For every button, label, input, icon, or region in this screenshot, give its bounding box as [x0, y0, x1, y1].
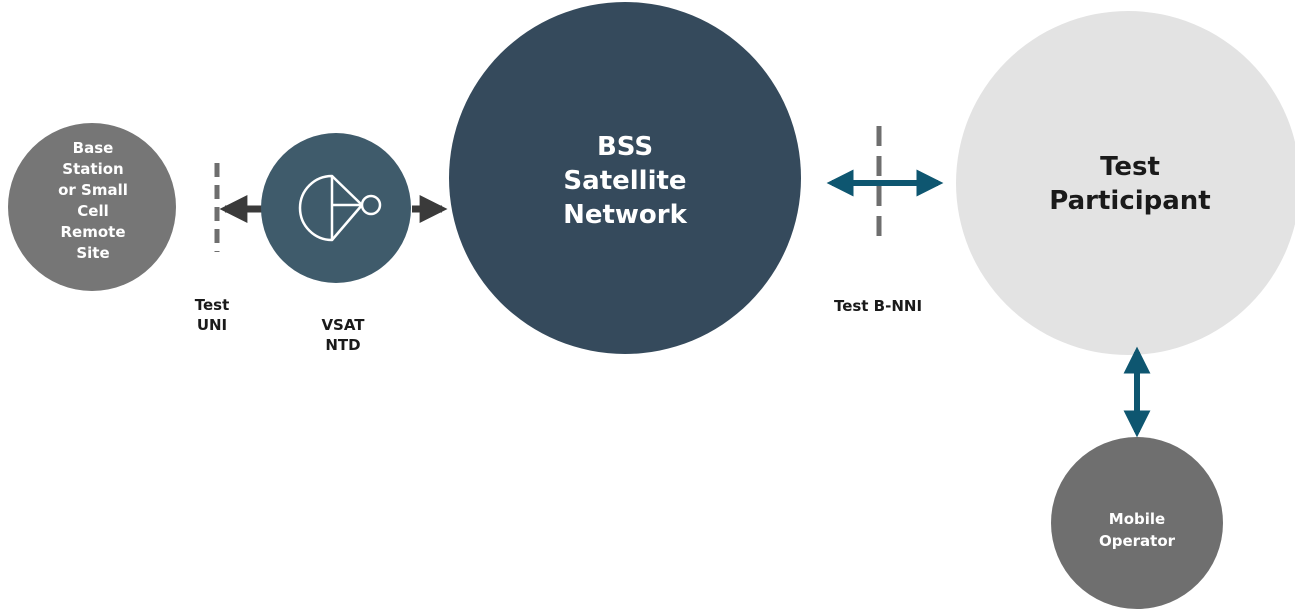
participant-node [956, 11, 1295, 355]
satellite-dish-icon [298, 174, 382, 242]
bss-node [449, 2, 801, 354]
bss-label: BSS Satellite Network [563, 132, 687, 230]
mobile-operator-label: Mobile Operator [1098, 510, 1176, 550]
base-station-label: Base Station or Small Cell Remote Site [58, 139, 128, 262]
mobile-operator-node [1051, 437, 1223, 609]
base-station-node [8, 123, 176, 291]
uni-label: Test UNI [194, 296, 230, 334]
bnni-label: Test B-NNI [833, 297, 923, 315]
participant-label: Test Participant [1049, 152, 1211, 216]
vsat-label: VSAT NTD [321, 316, 365, 354]
vsat-node [261, 133, 411, 283]
